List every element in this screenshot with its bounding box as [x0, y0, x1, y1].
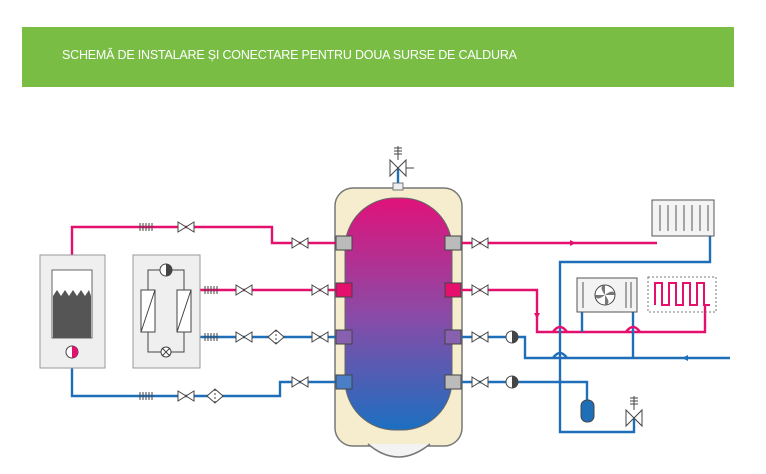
flame-icon: [53, 290, 91, 338]
valve-icon: [311, 284, 329, 296]
tank-feet: [367, 443, 431, 458]
pipe-floor-supply: [462, 288, 707, 334]
pipe-lower-return: [462, 236, 712, 384]
radiator-icon: [651, 199, 715, 237]
pipe-boiler-supply: [70, 225, 336, 272]
heat-pump-unit: [132, 254, 201, 369]
valve-icon: [471, 284, 489, 296]
pipe-crossovers: [552, 325, 641, 359]
pipe-safety: [558, 382, 636, 434]
filters: [206, 329, 285, 404]
valve-icon: [235, 331, 253, 343]
fan-coil-unit: [576, 277, 638, 313]
page-title: SCHEMĂ DE INSTALARE ȘI CONECTARE PENTRU …: [62, 48, 517, 62]
boiler-unit: [39, 254, 106, 369]
valve-icon: [471, 237, 489, 249]
pump-icon: [65, 345, 79, 359]
pipe-expansion: [560, 380, 589, 400]
expansion-valve-icon: [160, 346, 172, 358]
flow-arrows: [534, 240, 688, 361]
filter-icon: [206, 388, 224, 404]
expansion-vessel-icon: [580, 399, 595, 423]
tank-top-port: [392, 182, 404, 191]
buffer-tank: [334, 182, 463, 458]
compressor-icon: [159, 263, 173, 277]
pipe-heating-return: [462, 335, 730, 360]
tank-inner: [344, 197, 453, 431]
filter-icon: [267, 329, 285, 345]
floor-heating-icon: [647, 276, 717, 313]
safety-valve-icon: [389, 146, 414, 178]
valve-icon: [177, 221, 195, 233]
header-banner: SCHEMĂ DE INSTALARE ȘI CONECTARE PENTRU …: [22, 27, 734, 87]
pump-icon: [505, 330, 519, 344]
valve-icon: [471, 376, 489, 388]
valve-icon: [311, 331, 329, 343]
pipe-boiler-return: [70, 358, 336, 398]
valve-icon: [291, 376, 309, 388]
valve-icon: [291, 237, 309, 249]
connectors: [139, 223, 218, 400]
pump-icon: [505, 375, 519, 389]
fan-icon: [594, 284, 616, 306]
valve-icon: [235, 284, 253, 296]
valves: [177, 221, 489, 402]
valve-icon: [471, 331, 489, 343]
tank-ports: [335, 235, 462, 390]
valve-icon: [177, 390, 195, 402]
safety-valve-icon: [625, 396, 643, 428]
